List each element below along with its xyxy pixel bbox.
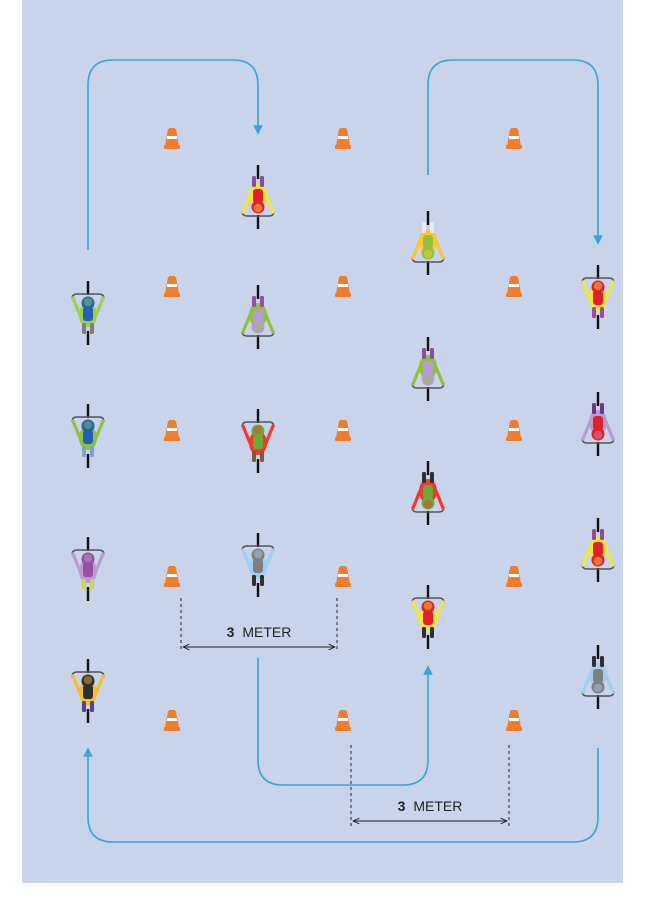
field-background xyxy=(22,0,623,883)
svg-text:3 METER: 3 METER xyxy=(227,624,292,640)
dimension-unit: METER xyxy=(242,624,291,640)
dimension-unit: METER xyxy=(413,798,462,814)
dimension-number: 3 xyxy=(398,798,406,814)
dimension-number: 3 xyxy=(227,624,235,640)
svg-text:3 METER: 3 METER xyxy=(398,798,463,814)
